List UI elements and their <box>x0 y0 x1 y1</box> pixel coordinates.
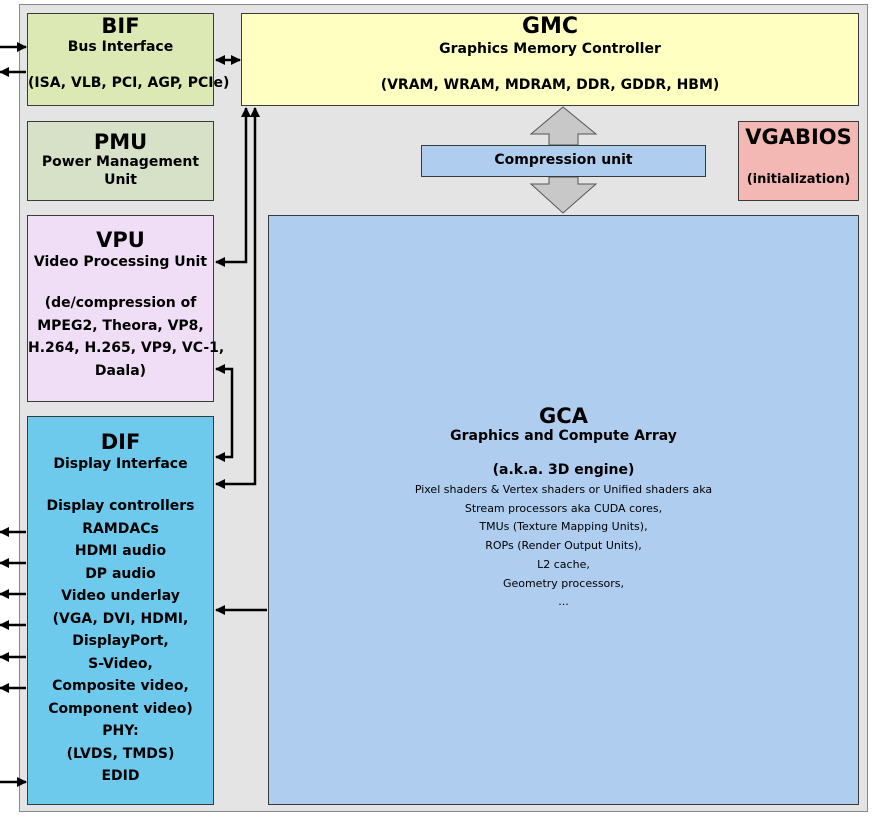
gca-line: Geometry processors, <box>502 576 625 590</box>
gca-line: Stream processors aka CUDA cores, <box>464 501 663 515</box>
gca-subtitle-2: (a.k.a. 3D engine) <box>492 462 635 479</box>
gmc-gca-arrow-down <box>529 176 598 214</box>
gmc-subtitle: Graphics Memory Controller <box>439 41 661 58</box>
dif-line: S-Video, <box>88 655 153 672</box>
gca-line: TMUs (Texture Mapping Units), <box>479 520 648 534</box>
compression-unit-label: Compression unit <box>494 152 633 168</box>
gmc-gca-arrow-up <box>529 106 598 146</box>
dif-line: RAMDACs <box>82 520 159 537</box>
gca-line: ROPs (Render Output Units), <box>485 539 642 553</box>
compression-unit-block: Compression unit <box>421 145 706 177</box>
dif-block: DIF Display Interface Display controller… <box>27 416 214 805</box>
dif-line: EDID <box>101 768 140 785</box>
dif-line: Composite video, <box>52 678 189 695</box>
dif-line: Component video) <box>48 700 193 717</box>
dif-line: DP audio <box>85 565 156 582</box>
pmu-title: PMU <box>93 130 148 154</box>
vpu-line: MPEG2, Theora, VP8, <box>37 317 204 334</box>
pmu-line: Unit <box>104 172 137 189</box>
vgabios-detail: (initialization) <box>746 172 851 188</box>
dif-line: DisplayPort, <box>72 633 169 650</box>
gca-line: L2 cache, <box>537 557 590 571</box>
dif-line: HDMI audio <box>74 543 167 560</box>
vpu-detail: (de/compression of MPEG2, Theora, VP8, H… <box>28 292 225 382</box>
gmc-dif-arrow <box>215 107 260 489</box>
vgabios-block: VGABIOS (initialization) <box>738 121 859 201</box>
dif-line: Display controllers <box>46 498 195 515</box>
dif-title: DIF <box>100 430 141 454</box>
dif-line: (LVDS, TMDS) <box>66 745 175 762</box>
vpu-dif-arrow <box>215 364 234 462</box>
pmu-block: PMU Power Management Unit <box>27 121 214 201</box>
dif-detail: Display controllers RAMDACs HDMI audio D… <box>28 495 213 788</box>
gca-line: ... <box>558 595 569 609</box>
vpu-subtitle: Video Processing Unit <box>33 254 208 271</box>
dif-line: Video underlay <box>61 588 180 605</box>
gca-title: GCA <box>539 404 588 428</box>
vpu-line: H.264, H.265, VP9, VC-1, <box>28 340 225 357</box>
gca-detail: Pixel shaders & Vertex shaders or Unifie… <box>269 481 858 612</box>
vgabios-title: VGABIOS <box>745 125 852 149</box>
gmc-title: GMC <box>521 14 579 39</box>
dif-subtitle: Display Interface <box>53 456 188 473</box>
bif-block: BIF Bus Interface (ISA, VLB, PCI, AGP, P… <box>27 13 230 106</box>
gmc-detail: (VRAM, WRAM, MDRAM, DDR, GDDR, HBM) <box>380 77 720 94</box>
gmc-block: GMC Graphics Memory Controller (VRAM, WR… <box>241 13 859 106</box>
bif-detail: (ISA, VLB, PCI, AGP, PCIe) <box>28 75 230 92</box>
gca-block: GCA Graphics and Compute Array (a.k.a. 3… <box>268 215 859 805</box>
bif-title: BIF <box>101 14 140 38</box>
vpu-block: VPU Video Processing Unit (de/compressio… <box>27 215 225 402</box>
pmu-line: Power Management <box>41 154 200 171</box>
vpu-line: (de/compression of <box>44 295 197 312</box>
dif-line: PHY: <box>102 723 139 740</box>
gca-subtitle: Graphics and Compute Array <box>450 428 677 445</box>
gmc-vpu-arrow <box>215 107 251 267</box>
dif-line: (VGA, DVI, HDMI, <box>52 610 189 627</box>
gca-line: Pixel shaders & Vertex shaders or Unifie… <box>414 483 713 497</box>
vpu-title: VPU <box>96 228 145 252</box>
vpu-line: Daala) <box>94 362 147 379</box>
bif-subtitle: Bus Interface <box>67 39 174 56</box>
